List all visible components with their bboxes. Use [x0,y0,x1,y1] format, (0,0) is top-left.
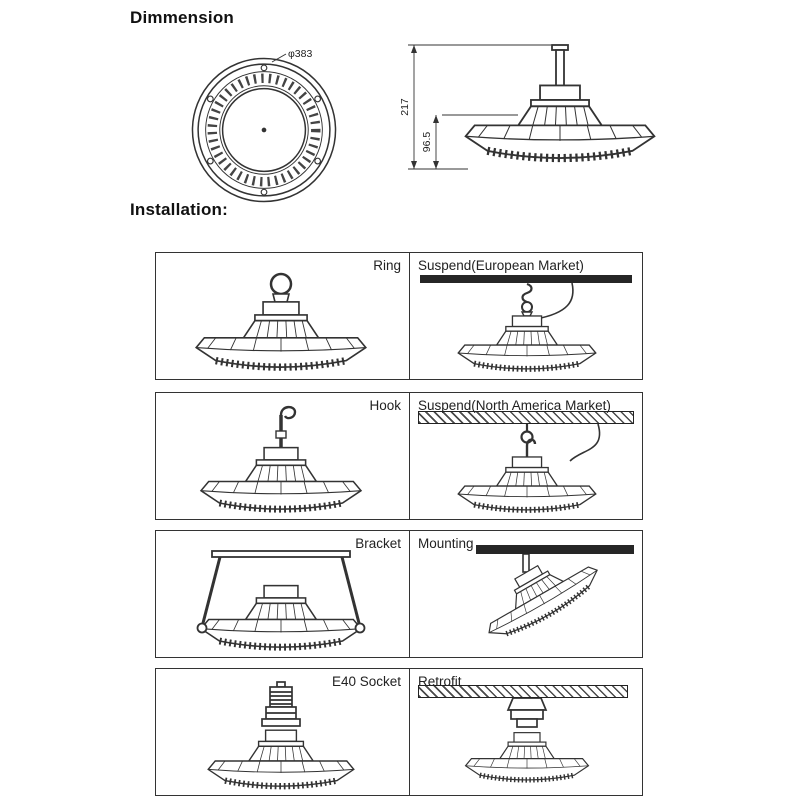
e40-socket-icon [261,681,301,727]
retrofit-cell: Retrofit [410,669,642,795]
hook-icon [279,405,297,420]
installation-row-ring: Ring Suspend(European Market) [155,252,643,380]
ceiling-hatched-bar [418,685,628,698]
suspend-european-label: Suspend(European Market) [418,258,584,273]
ufo-suspended-hook-drawing [410,423,601,520]
ufo-suspended-cable-drawing [410,282,644,380]
s-hook-icon [521,282,533,304]
body-height-label: 96.5 [421,132,433,153]
ceiling-hatched-bar [418,411,634,424]
installation-heading: Installation: [130,200,228,219]
ring-cell: Ring [156,253,410,379]
bracket-bar-icon [211,550,351,558]
installation-row-e40: E40 Socket Retrofit [155,668,643,796]
ufo-pole-mounted-drawing [410,531,644,658]
power-cord-icon [569,423,601,462]
ufo-retrofit-drawing [410,697,644,796]
ufo-with-bracket-drawing [196,550,366,658]
e40-fixture-icon [506,697,548,728]
total-height-label: 217 [399,98,411,116]
ceiling-bar [476,545,634,554]
suspend-european-cell: Suspend(European Market) [410,253,642,379]
bracket-cell: Bracket [156,531,410,657]
ufo-top-view-drawing: φ383 [178,48,408,212]
installation-row-hook: Hook Suspend(North America Market) [155,392,643,520]
dimension-heading: Dimmension [130,8,235,27]
ufo-with-hook-drawing [156,405,410,520]
e40-cell: E40 Socket [156,669,410,795]
mounting-cell: Mounting [410,531,642,657]
mounting-label: Mounting [418,536,474,551]
diameter-label: φ383 [288,48,312,60]
ufo-side-view-drawing: 217 96.5 [399,44,673,170]
ufo-with-e40-drawing [156,681,410,796]
hook-cell: Hook [156,393,410,519]
mounting-pole-icon [522,553,530,573]
bracket-label: Bracket [355,536,401,551]
retrofit-label: Retrofit [418,674,462,689]
power-cord-icon [535,282,574,320]
suspend-na-label: Suspend(North America Market) [418,398,611,413]
suspend-na-cell: Suspend(North America Market) [410,393,642,519]
hook-label: Hook [369,398,401,413]
ufo-with-ring-drawing [156,272,410,380]
ring-label: Ring [373,258,401,273]
lamp-hook-icon [525,438,537,457]
e40-label: E40 Socket [331,674,401,689]
installation-row-bracket: Bracket Mounting [155,530,643,658]
ceiling-bar [420,275,632,283]
